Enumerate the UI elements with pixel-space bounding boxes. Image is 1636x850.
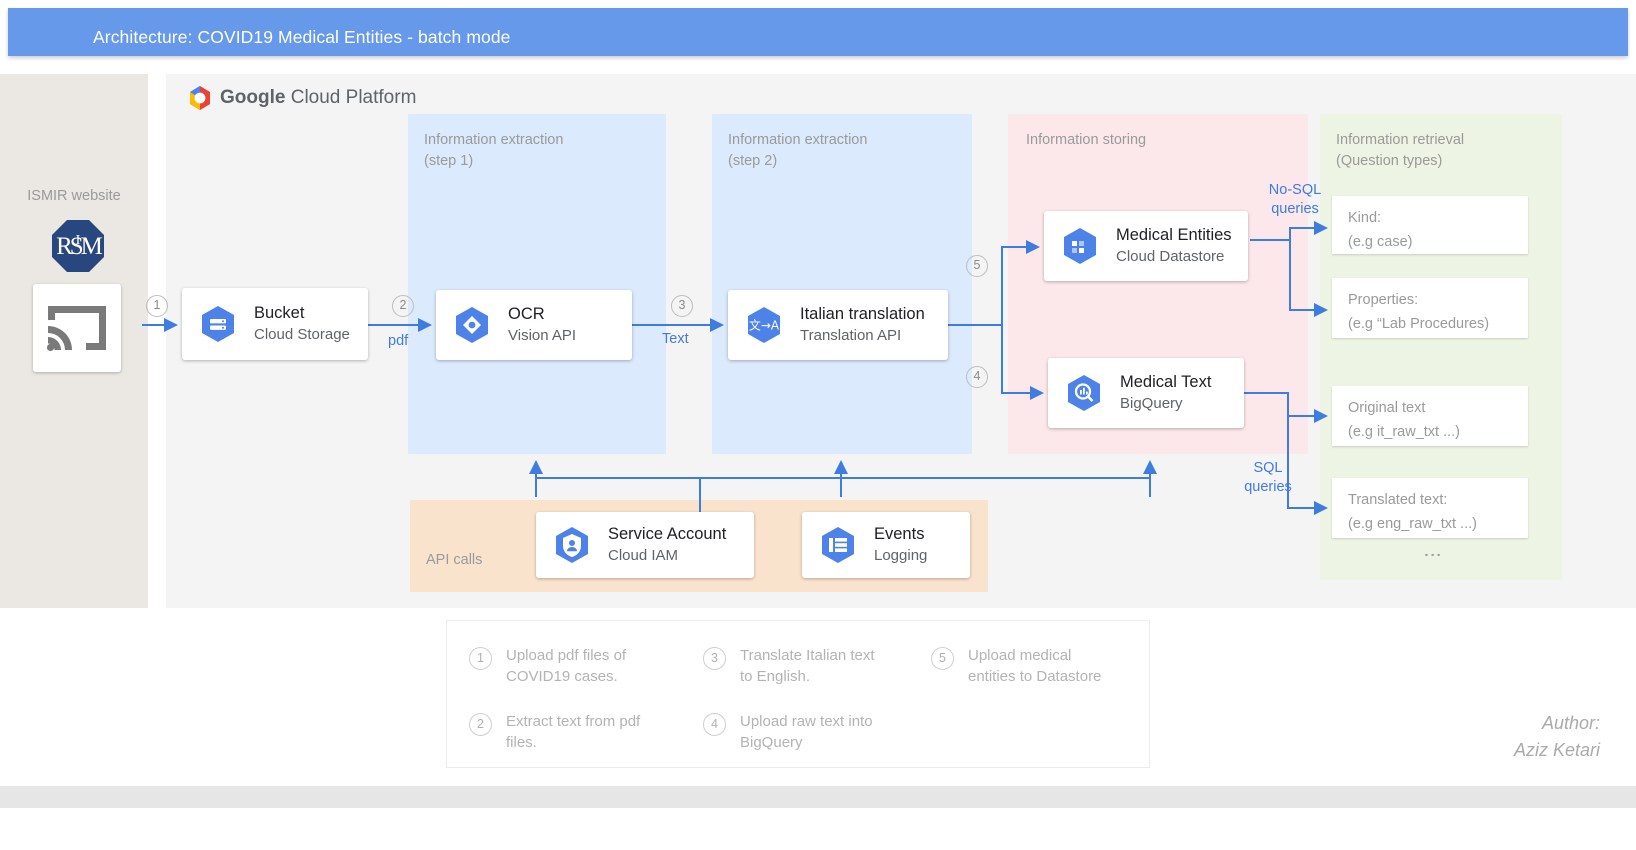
cloud-iam-icon [556,527,588,563]
svg-text:文→A: 文→A [749,318,780,333]
section-label: Information extraction (step 1) [424,132,564,169]
source-label: ISMIR website [27,188,121,204]
retrieval-card-line1: Translated text: [1348,492,1448,508]
legend-item: 1 Upload pdf files of COVID19 cases. [469,645,669,687]
cast-screen-icon [46,306,106,352]
node-bucket[interactable]: Bucket Cloud Storage [182,288,368,360]
retrieval-card[interactable]: Original text (e.g it_raw_txt ...) [1332,386,1528,446]
legend-item: 4 Upload raw text into BigQuery [703,711,913,753]
gcp-brand-bold: Google [220,87,286,108]
section-information-extraction-1: Information extraction (step 1) [408,114,666,454]
gcp-brand-text: Google Cloud Platform [220,87,416,109]
legend-number: 3 [703,647,726,670]
step-marker-2: 2 [392,295,414,317]
legend-text: Upload raw text into BigQuery [740,713,873,751]
retrieval-card-line2: (e.g it_raw_txt ...) [1348,424,1461,440]
retrieval-card-line1: Properties: [1348,292,1419,308]
retrieval-card-line2: (e.g case) [1348,234,1413,250]
author-signature: Author: Aziz Ketari [1513,713,1600,760]
legend-text: Extract text from pdf files. [506,713,641,751]
node-events[interactable]: Events Logging [802,512,970,578]
page-title: Architecture: COVID19 Medical Entities -… [93,27,511,47]
retrieval-card[interactable]: Translated text: (e.g eng_raw_txt ...) [1332,478,1528,538]
legend-number: 2 [469,713,492,736]
svg-text:RSM: RSM [56,233,103,260]
node-subtitle: Translation API [800,327,902,344]
node-subtitle: Cloud Storage [254,326,350,343]
gcp-hexagon-logo [190,86,210,110]
edge-label-sql-queries: SQL queries [1244,460,1292,495]
legend-item: 3 Translate Italian text to English. [703,645,913,687]
retrieval-card[interactable]: Kind: (e.g case) [1332,196,1528,254]
legend-number: 1 [469,647,492,670]
retrieval-card-line1: Kind: [1348,210,1382,226]
logging-icon [822,527,854,563]
title-bar: Architecture: COVID19 Medical Entities -… [8,8,1628,56]
node-title: Service Account [608,525,727,543]
node-italian-translation[interactable]: 文→A Italian translation Translation API [728,290,948,360]
retrieval-more-ellipsis: ⋮ [1423,546,1443,566]
section-information-extraction-2: Information extraction (step 2) [712,114,972,454]
section-label: Information storing [1026,132,1147,148]
step-marker-4: 4 [966,366,988,388]
legend-text: Upload medical entities to Datastore [968,647,1102,685]
legend-item: 2 Extract text from pdf files. [469,711,669,753]
source-device-card [33,284,121,372]
node-medical-entities[interactable]: Medical Entities Cloud Datastore [1044,211,1248,281]
gcp-brand-light: Cloud Platform [290,87,417,108]
cloud-storage-icon [202,306,234,342]
svg-text:I: I [76,233,81,248]
legend-box: 1 Upload pdf files of COVID19 cases. 2 E… [446,620,1150,768]
ismir-octagon-logo: RSM I [52,220,106,272]
cloud-datastore-icon [1064,228,1096,264]
node-subtitle: Cloud Datastore [1116,248,1225,265]
node-medical-text[interactable]: Medical Text BigQuery [1048,358,1244,428]
node-title: Medical Text [1120,373,1212,391]
edge-label-nosql-queries: No-SQL queries [1268,182,1322,217]
legend-item: 5 Upload medical entities to Datastore [931,645,1141,687]
step-marker-5: 5 [966,255,988,277]
retrieval-card[interactable]: Properties: (e.g “Lab Procedures) [1332,278,1528,338]
node-ocr[interactable]: OCR Vision API [436,290,632,360]
node-title: Events [874,525,925,543]
vision-api-icon [456,307,488,343]
legend-text: Upload pdf files of COVID19 cases. [506,647,627,685]
node-title: Bucket [254,304,305,322]
bigquery-icon [1068,375,1100,411]
node-title: OCR [508,305,545,323]
node-subtitle: Vision API [508,327,577,344]
section-label: Information retrieval (Question types) [1336,132,1465,169]
step-marker-3: 3 [671,295,693,317]
node-title: Medical Entities [1116,226,1232,244]
node-title: Italian translation [800,305,925,323]
section-label: Information extraction (step 2) [728,132,868,169]
node-service-account[interactable]: Service Account Cloud IAM [536,512,754,578]
legend-number: 4 [703,713,726,736]
retrieval-card-line1: Original text [1348,400,1426,416]
gcp-brand: Google Cloud Platform [186,84,486,114]
section-label: API calls [426,552,483,568]
node-subtitle: BigQuery [1120,395,1183,412]
retrieval-card-line2: (e.g “Lab Procedures) [1348,316,1490,332]
step-marker-1: 1 [146,295,168,317]
legend-text: Translate Italian text to English. [740,647,875,685]
edge-label-text: Text [662,331,689,347]
legend-number: 5 [931,647,954,670]
node-subtitle: Cloud IAM [608,547,679,564]
node-subtitle: Logging [874,547,928,564]
edge-label-pdf: pdf [388,333,409,349]
translation-api-icon: 文→A [748,307,780,343]
retrieval-card-line2: (e.g eng_raw_txt ...) [1348,516,1477,532]
footer-bar [0,786,1636,808]
